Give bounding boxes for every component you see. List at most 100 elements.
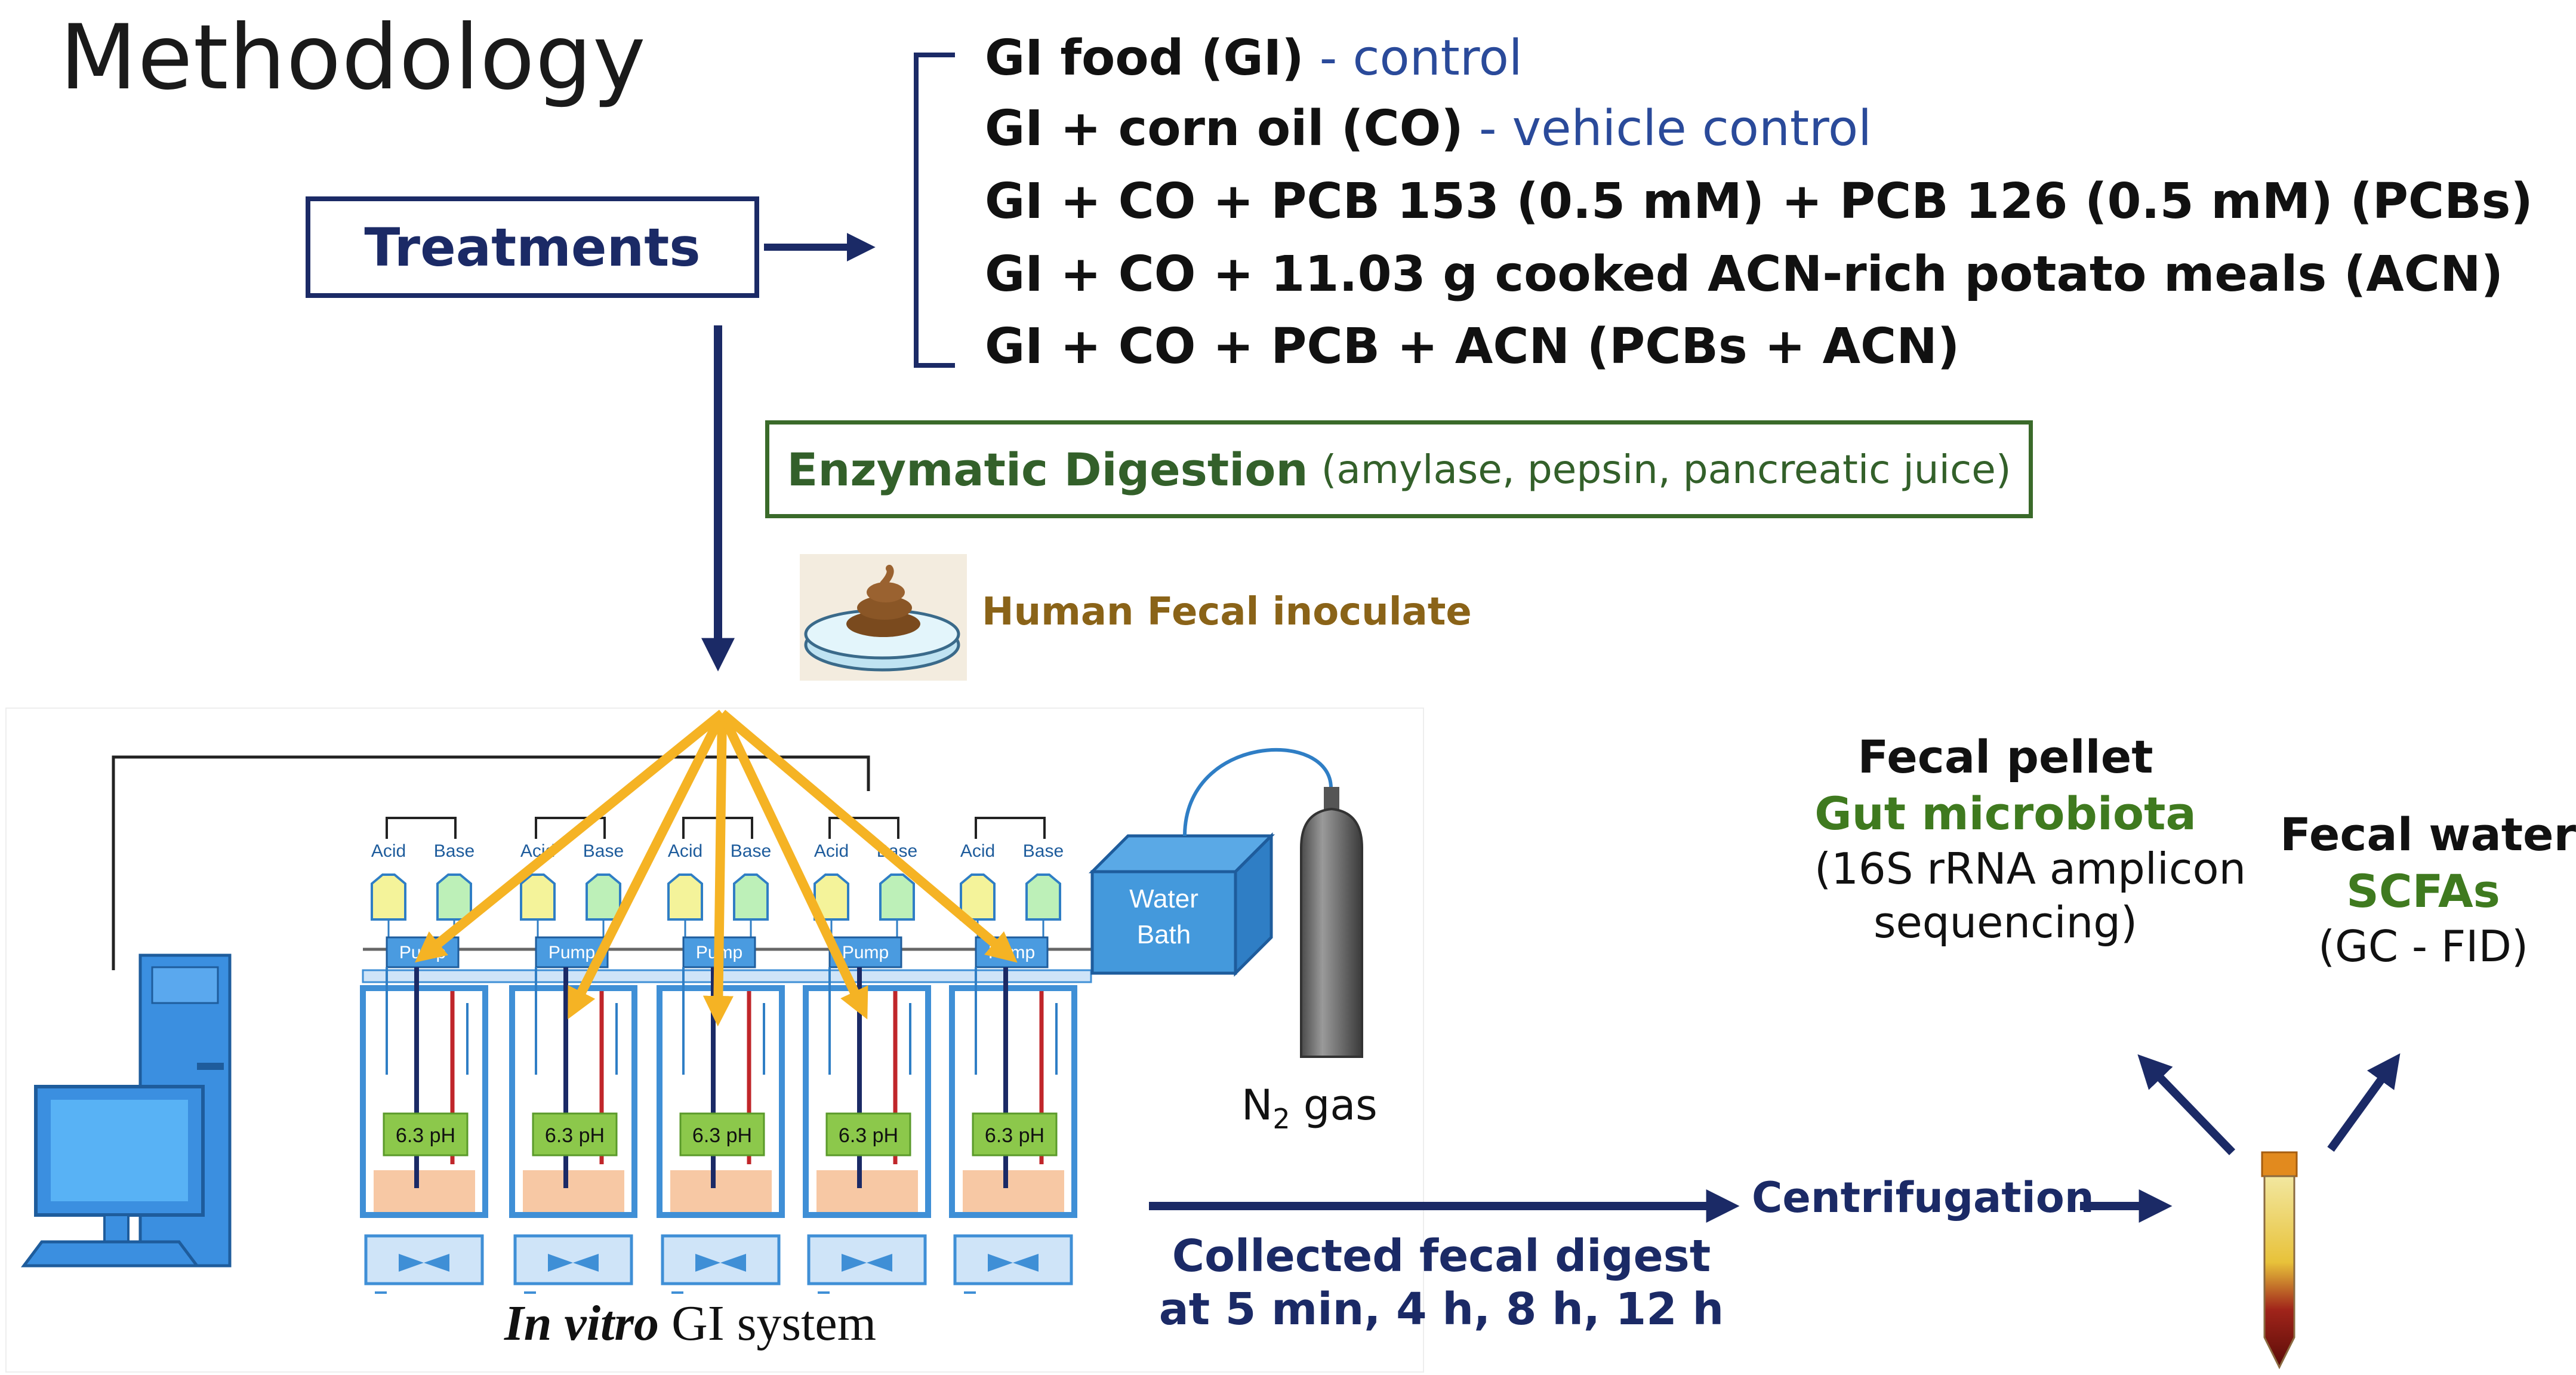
treatment-text: GI + corn oil (CO) xyxy=(985,100,1463,157)
gas-cylinder-icon xyxy=(1300,787,1363,1058)
vessel-liquid xyxy=(963,1170,1064,1212)
treatment-bracket xyxy=(914,53,955,368)
vessel-frame xyxy=(360,985,488,1218)
treatment-text: GI + CO + PCB 153 (0.5 mM) + PCB 126 (0.… xyxy=(985,173,2533,230)
treatment-item-5: GI + CO + PCB + ACN (PCBs + ACN) xyxy=(985,318,1959,375)
vessel-liquid xyxy=(374,1170,475,1212)
treatment-item-1: GI food (GI) - control xyxy=(985,30,1523,87)
inoculation-arrow xyxy=(719,709,1018,963)
reagent-bottle xyxy=(960,873,996,921)
reagent-bottle xyxy=(733,873,769,921)
enzymatic-digestion-box: Enzymatic Digestion (amylase, pepsin, pa… xyxy=(765,420,2033,518)
pellet-subtitle: Gut microbiota xyxy=(1814,787,2196,840)
ph-bar xyxy=(825,1112,911,1156)
bottle-link xyxy=(828,817,899,839)
centrifugation-label: Centrifugation xyxy=(1752,1173,2094,1222)
stirrer-blade xyxy=(399,1254,449,1272)
reagent-bottle xyxy=(520,873,556,921)
stirrer-base xyxy=(513,1234,633,1285)
water-title: Fecal water xyxy=(2280,808,2576,861)
manifold-bar xyxy=(362,969,1092,983)
water-arrow xyxy=(2327,1053,2401,1152)
reagent-bottle xyxy=(667,873,703,921)
stirrer-blade xyxy=(695,1254,746,1272)
stirrer-base xyxy=(364,1234,484,1285)
ph-label: 6.3 pH xyxy=(839,1124,898,1147)
bottle-label: Acid xyxy=(814,841,849,861)
ph-bar xyxy=(383,1112,469,1156)
treatment-text: GI + CO + PCB + ACN (PCBs + ACN) xyxy=(985,318,1960,375)
bottle-link xyxy=(535,817,606,839)
treatment-item-4: GI + CO + 11.03 g cooked ACN-rich potato… xyxy=(985,246,2503,303)
collected-line-2: at 5 min, 4 h, 8 h, 12 h xyxy=(1158,1283,1724,1335)
reagent-bottle xyxy=(371,873,406,921)
petri-dish-icon xyxy=(800,554,967,681)
fecal-inoculate-label: Human Fecal inoculate xyxy=(982,590,1472,634)
bottle-link xyxy=(975,817,1046,839)
treatment-text: GI food (GI) xyxy=(985,30,1304,87)
water-bath-icon xyxy=(1088,748,1333,977)
bottle-label: Acid xyxy=(668,841,702,861)
stirrer-base xyxy=(807,1234,927,1285)
treatment-note: - vehicle control xyxy=(1463,100,1872,157)
fecal-pellet-block: Fecal pellet Gut microbiota (16S rRNA am… xyxy=(1814,728,2247,949)
system-caption: In vitro GI system xyxy=(504,1296,877,1351)
vessel-frame xyxy=(949,985,1077,1218)
pellet-line-1: (16S rRNA amplicon xyxy=(1814,844,2247,894)
vessel-liquid xyxy=(816,1170,918,1212)
water-line-1: (GC - FID) xyxy=(2318,921,2529,971)
inoculation-arrows xyxy=(415,709,1018,1027)
pellet-title: Fecal pellet xyxy=(1857,730,2153,783)
reagent-bottle xyxy=(1025,873,1061,921)
stirrer-blade xyxy=(988,1254,1039,1272)
computer-icon xyxy=(21,755,870,1268)
treatment-item-2: GI + corn oil (CO) - vehicle control xyxy=(985,100,1872,157)
bottle-label: Base xyxy=(434,841,474,861)
ph-bar xyxy=(532,1112,618,1156)
inoculation-arrow xyxy=(717,711,868,1020)
collected-line-1: Collected fecal digest xyxy=(1172,1231,1711,1282)
water-subtitle: SCFAs xyxy=(2346,865,2500,918)
inoculation-arrow xyxy=(568,711,727,1020)
stirrer-blade xyxy=(548,1254,599,1272)
inoculation-arrow xyxy=(702,713,734,1027)
ph-label: 6.3 pH xyxy=(692,1124,752,1147)
stirrer-base xyxy=(953,1234,1073,1285)
water-bath-label-1: Water xyxy=(1129,884,1198,913)
digestion-detail: (amylase, pepsin, pancreatic juice) xyxy=(1321,446,2011,493)
reagent-bottle xyxy=(586,873,621,921)
vessel-liquid xyxy=(670,1170,772,1212)
reagent-bottle xyxy=(879,873,915,921)
bottle-label: Acid xyxy=(371,841,406,861)
reagent-bottle xyxy=(436,873,472,921)
treatments-box: Treatments xyxy=(306,196,759,298)
ph-label: 6.3 pH xyxy=(545,1124,605,1147)
fecal-water-block: Fecal water SCFAs (GC - FID) xyxy=(2280,806,2576,973)
treatment-note: - control xyxy=(1304,30,1523,87)
stirrer-base xyxy=(661,1234,781,1285)
ph-bar xyxy=(972,1112,1058,1156)
inoculation-arrow xyxy=(415,709,726,963)
collected-digest-label: Collected fecal digest at 5 min, 4 h, 8 … xyxy=(1134,1230,1749,1336)
pump-label: Pump xyxy=(549,943,595,962)
ph-bar xyxy=(679,1112,765,1156)
bottle-label: Acid xyxy=(960,841,995,861)
treatment-item-3: GI + CO + PCB 153 (0.5 mM) + PCB 126 (0.… xyxy=(985,173,2533,230)
bottle-link xyxy=(386,817,457,839)
pump-label: Pump xyxy=(842,943,889,962)
treatments-label: Treatments xyxy=(364,216,701,278)
treatment-text: GI + CO + 11.03 g cooked ACN-rich potato… xyxy=(985,246,2504,303)
falcon-tube-icon xyxy=(2261,1151,2298,1370)
stirrer-blade xyxy=(842,1254,892,1272)
vessel-liquid xyxy=(523,1170,624,1212)
bottle-label: Base xyxy=(583,841,624,861)
n2-gas-label: N2 gas xyxy=(1241,1081,1378,1135)
water-bath-label-2: Bath xyxy=(1137,920,1191,949)
page-title: Methodology xyxy=(60,6,646,110)
bottle-label: Base xyxy=(731,841,771,861)
pellet-line-2: sequencing) xyxy=(1873,897,2138,948)
